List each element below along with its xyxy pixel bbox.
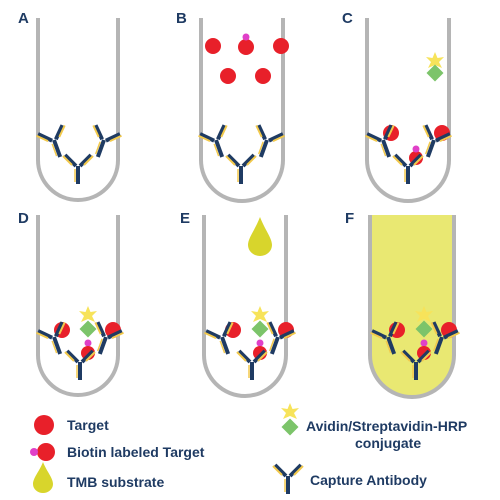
tube-f: [368, 215, 456, 399]
capture-antibody: [391, 153, 425, 186]
legend-capture-antibody-label: Capture Antibody: [310, 472, 427, 488]
capture-antibody: [63, 349, 97, 382]
panel-label-b: B: [176, 10, 187, 27]
biotin-label: [420, 339, 428, 347]
biotin-label: [242, 33, 250, 41]
panel-label-c: C: [342, 10, 353, 27]
avidin-diamond: [426, 64, 444, 82]
tube-a: [36, 18, 120, 202]
hrp-star: [251, 306, 269, 322]
avidin-diamond: [415, 320, 433, 338]
legend-tmb-label: TMB substrate: [67, 474, 165, 490]
legend-capture-antibody-icon: [271, 463, 305, 496]
biotin-label: [84, 339, 92, 347]
panel-label-a: A: [18, 10, 29, 27]
tmb-fill: [370, 215, 454, 397]
legend-biotin-dot-icon: [30, 448, 38, 456]
tube-c: [365, 18, 451, 203]
panel-c-scene: [363, 18, 454, 203]
tube-d: [36, 215, 120, 397]
target: [220, 68, 236, 84]
panel-d-scene: [34, 215, 126, 397]
panel-b-scene: [196, 18, 289, 203]
legend-avidin-label-line1: Avidin/Streptavidin-HRP: [306, 418, 468, 434]
legend-avidin-label-line2: conjugate: [355, 435, 422, 451]
tube-e: [202, 215, 288, 398]
panel-a-scene: [34, 18, 124, 202]
target: [238, 39, 254, 55]
legend-avidin-diamond-icon: [281, 418, 299, 436]
panel-label-d: D: [18, 210, 29, 227]
tube-b: [199, 18, 285, 203]
target: [273, 38, 289, 54]
legend-tmb-drop-icon: [33, 462, 53, 493]
panel-f-scene: [368, 215, 462, 399]
legend-biotin-target-icon: [37, 443, 55, 461]
biotin-label: [412, 145, 420, 153]
hrp-star: [79, 306, 97, 322]
tmb-drop: [248, 217, 272, 256]
legend-target-icon: [34, 415, 54, 435]
legend-hrp-star-icon: [281, 403, 299, 419]
panel-label-e: E: [180, 210, 191, 227]
capture-antibody: [61, 153, 95, 186]
target: [205, 38, 221, 54]
capture-antibody: [235, 349, 269, 382]
panel-label-f: F: [345, 210, 355, 227]
legend-target-label: Target: [67, 417, 109, 433]
avidin-diamond: [251, 320, 269, 338]
target: [255, 68, 271, 84]
panel-e-scene: [202, 215, 298, 398]
legend-biotin-target-label: Biotin labeled Target: [67, 444, 205, 460]
capture-antibody: [224, 153, 258, 186]
avidin-diamond: [79, 320, 97, 338]
biotin-label: [256, 339, 264, 347]
